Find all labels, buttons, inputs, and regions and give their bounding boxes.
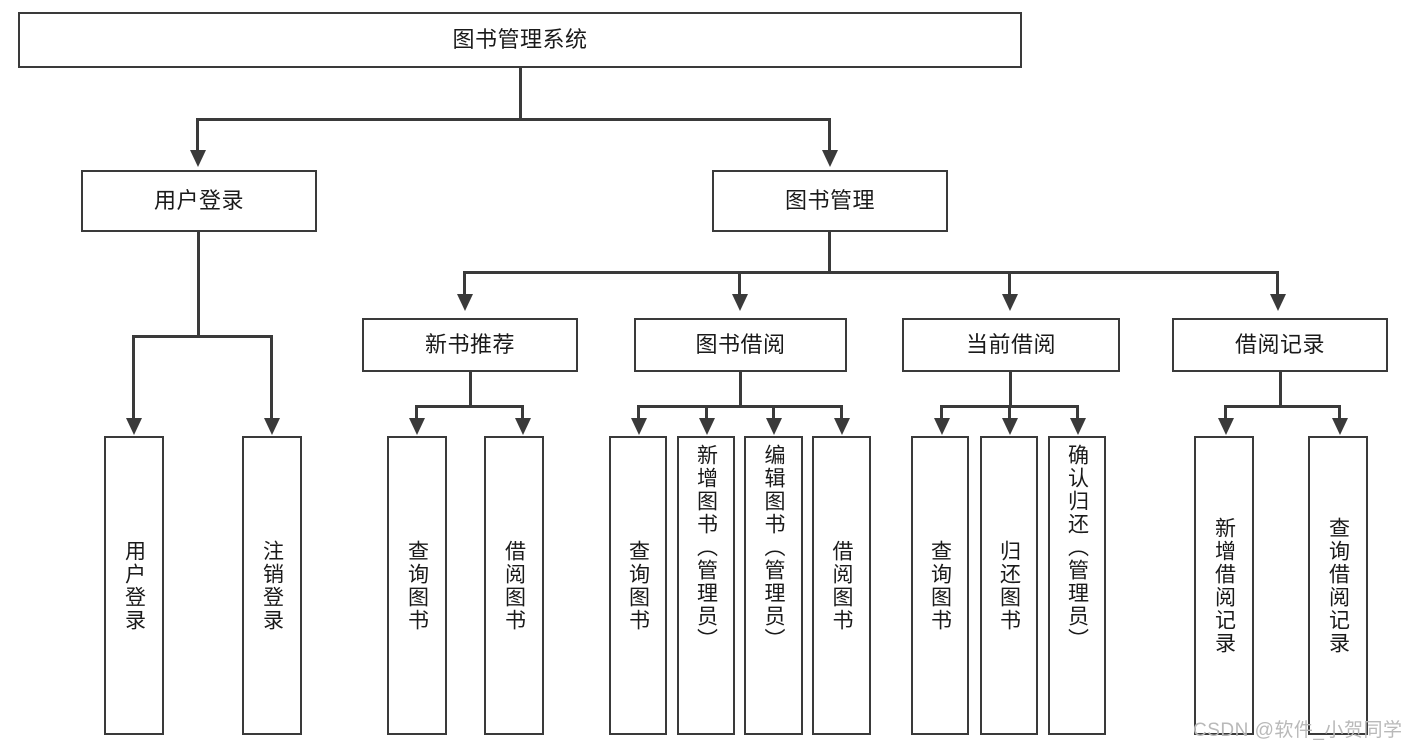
connector-nbr-branch-2 bbox=[521, 405, 524, 421]
connector-cb-branch-1 bbox=[940, 405, 943, 421]
node-new-book-recommend[interactable]: 新书推荐 bbox=[362, 318, 578, 372]
connector-bm-branch-1 bbox=[463, 271, 466, 296]
arrow-to-leaf-nbr-1 bbox=[409, 418, 425, 435]
connector-root-branch-left bbox=[196, 118, 199, 152]
connector-cb-branch-2 bbox=[1008, 405, 1011, 421]
connector-bm-branch-3 bbox=[1008, 271, 1011, 296]
node-current-borrow[interactable]: 当前借阅 bbox=[902, 318, 1120, 372]
connector-user-login-branch-1 bbox=[132, 335, 135, 420]
connector-br-stem bbox=[1279, 372, 1282, 406]
node-book-borrow[interactable]: 图书借阅 bbox=[634, 318, 847, 372]
arrow-to-leaf-cb-3 bbox=[1070, 418, 1086, 435]
connector-cb-stem bbox=[1009, 372, 1012, 406]
node-label: 查询借阅记录 bbox=[1326, 516, 1350, 655]
node-label: 新增图书（管理员） bbox=[694, 444, 718, 651]
connector-user-login-branch-2 bbox=[270, 335, 273, 420]
leaf-cb-return-book[interactable]: 归还图书 bbox=[980, 436, 1038, 735]
leaf-bb-add-book-admin[interactable]: 新增图书（管理员） bbox=[677, 436, 735, 735]
node-label: 用户登录 bbox=[122, 539, 146, 632]
node-user-login[interactable]: 用户登录 bbox=[81, 170, 317, 232]
arrow-to-leaf-logout bbox=[264, 418, 280, 435]
arrow-to-current-borrow bbox=[1002, 294, 1018, 311]
connector-cb-branch-3 bbox=[1076, 405, 1079, 421]
connector-root-branch-right bbox=[828, 118, 831, 152]
arrow-to-borrow-record bbox=[1270, 294, 1286, 311]
leaf-logout[interactable]: 注销登录 bbox=[242, 436, 302, 735]
connector-bb-branch-2 bbox=[705, 405, 708, 421]
connector-bb-branch-3 bbox=[772, 405, 775, 421]
node-label: 借阅图书 bbox=[502, 539, 526, 632]
node-label: 借阅图书 bbox=[830, 539, 853, 632]
node-label: 编辑图书（管理员） bbox=[762, 444, 785, 651]
connector-nbr-bar bbox=[416, 405, 523, 408]
connector-user-login-bar bbox=[133, 335, 272, 338]
arrow-to-leaf-bb-3 bbox=[766, 418, 782, 435]
node-label: 查询图书 bbox=[928, 539, 952, 632]
node-label: 用户登录 bbox=[153, 187, 244, 213]
connector-br-branch-1 bbox=[1224, 405, 1227, 421]
leaf-br-add-record[interactable]: 新增借阅记录 bbox=[1194, 436, 1254, 735]
connector-user-login-stem bbox=[197, 232, 200, 336]
leaf-bb-borrow-book[interactable]: 借阅图书 bbox=[812, 436, 871, 735]
leaf-cb-query-book[interactable]: 查询图书 bbox=[911, 436, 969, 735]
arrow-to-leaf-bb-1 bbox=[631, 418, 647, 435]
node-root-book-management-system[interactable]: 图书管理系统 bbox=[18, 12, 1022, 68]
node-label: 图书管理 bbox=[784, 187, 875, 213]
connector-nbr-stem bbox=[469, 372, 472, 406]
leaf-cb-confirm-return-admin[interactable]: 确认归还（管理员） bbox=[1048, 436, 1106, 735]
node-label: 图书借阅 bbox=[695, 331, 786, 357]
csdn-watermark: CSDN @软件_小贺同学 bbox=[1193, 720, 1403, 741]
node-label: 查询图书 bbox=[405, 539, 429, 632]
connector-book-management-stem bbox=[828, 232, 831, 272]
node-label: 注销登录 bbox=[260, 539, 284, 632]
node-label: 借阅记录 bbox=[1234, 331, 1325, 357]
arrow-to-book-borrow bbox=[732, 294, 748, 311]
node-label: 归还图书 bbox=[997, 539, 1021, 632]
leaf-bb-edit-book-admin[interactable]: 编辑图书（管理员） bbox=[744, 436, 803, 735]
node-label: 新增借阅记录 bbox=[1212, 516, 1236, 655]
connector-bb-branch-1 bbox=[637, 405, 640, 421]
arrow-to-leaf-br-1 bbox=[1218, 418, 1234, 435]
leaf-user-login[interactable]: 用户登录 bbox=[104, 436, 164, 735]
node-label: 图书管理系统 bbox=[452, 26, 588, 52]
leaf-nbr-query-book[interactable]: 查询图书 bbox=[387, 436, 447, 735]
arrow-to-leaf-nbr-2 bbox=[515, 418, 531, 435]
arrow-to-book-management bbox=[822, 150, 838, 167]
leaf-bb-query-book[interactable]: 查询图书 bbox=[609, 436, 667, 735]
connector-root-bar bbox=[197, 118, 830, 121]
connector-bb-branch-4 bbox=[840, 405, 843, 421]
connector-bm-branch-2 bbox=[738, 271, 741, 296]
node-label: 查询图书 bbox=[626, 539, 650, 632]
connector-bb-bar bbox=[638, 405, 842, 408]
connector-nbr-branch-1 bbox=[415, 405, 418, 421]
node-book-management[interactable]: 图书管理 bbox=[712, 170, 948, 232]
leaf-br-query-record[interactable]: 查询借阅记录 bbox=[1308, 436, 1368, 735]
arrow-to-leaf-bb-2 bbox=[699, 418, 715, 435]
leaf-nbr-borrow-book[interactable]: 借阅图书 bbox=[484, 436, 544, 735]
connector-bm-branch-4 bbox=[1276, 271, 1279, 296]
arrow-to-leaf-cb-2 bbox=[1002, 418, 1018, 435]
node-borrow-record[interactable]: 借阅记录 bbox=[1172, 318, 1388, 372]
node-label: 新书推荐 bbox=[424, 331, 515, 357]
arrow-to-user-login bbox=[190, 150, 206, 167]
connector-bb-stem bbox=[739, 372, 742, 406]
arrow-to-leaf-user-login bbox=[126, 418, 142, 435]
connector-br-branch-2 bbox=[1338, 405, 1341, 421]
connector-br-bar bbox=[1225, 405, 1340, 408]
connector-root-stem bbox=[519, 68, 522, 119]
node-label: 确认归还（管理员） bbox=[1065, 444, 1089, 651]
arrow-to-leaf-cb-1 bbox=[934, 418, 950, 435]
arrow-to-leaf-br-2 bbox=[1332, 418, 1348, 435]
connector-book-management-bar bbox=[464, 271, 1278, 274]
arrow-to-leaf-bb-4 bbox=[834, 418, 850, 435]
node-label: 当前借阅 bbox=[965, 331, 1056, 357]
arrow-to-new-book-recommend bbox=[457, 294, 473, 311]
